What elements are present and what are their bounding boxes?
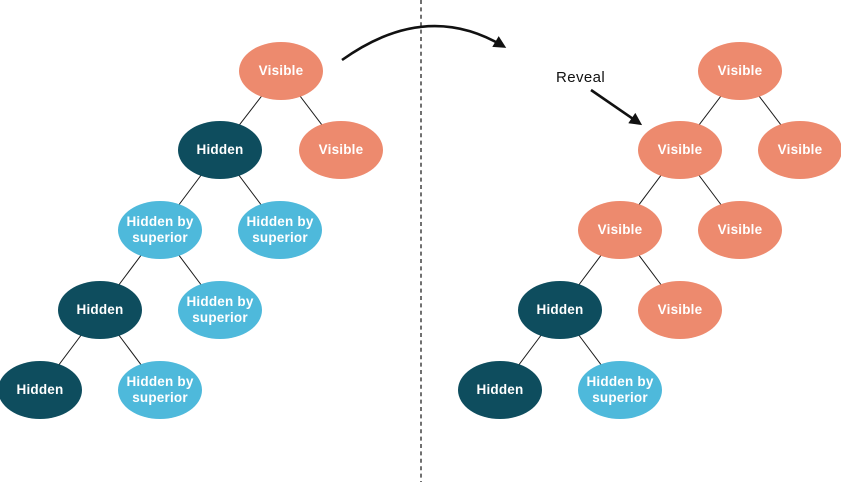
tree-node-r1-visible: Visible [638,121,722,179]
transform-arrow-icon [341,24,507,62]
tree-node-r8-hidden-by-superior: Hidden by superior [578,361,662,419]
reveal-arrow-icon [590,88,643,126]
tree-node-r0-visible: Visible [698,42,782,100]
tree-node-l2-visible: Visible [299,121,383,179]
tree-node-r4-visible: Visible [698,201,782,259]
tree-node-l8-hidden-by-superior: Hidden by superior [118,361,202,419]
tree-node-l4-hidden-by-superior: Hidden by superior [238,201,322,259]
tree-node-l0-visible: Visible [239,42,323,100]
tree-node-l1-hidden: Hidden [178,121,262,179]
tree-node-r2-visible: Visible [758,121,841,179]
tree-node-r7-hidden: Hidden [458,361,542,419]
tree-node-l6-hidden-by-superior: Hidden by superior [178,281,262,339]
tree-node-r5-hidden: Hidden [518,281,602,339]
tree-node-l5-hidden: Hidden [58,281,142,339]
tree-node-l3-hidden-by-superior: Hidden by superior [118,201,202,259]
reveal-label: Reveal [556,69,606,86]
tree-node-r6-visible: Visible [638,281,722,339]
tree-node-l7-hidden: Hidden [0,361,82,419]
tree-node-r3-visible: Visible [578,201,662,259]
